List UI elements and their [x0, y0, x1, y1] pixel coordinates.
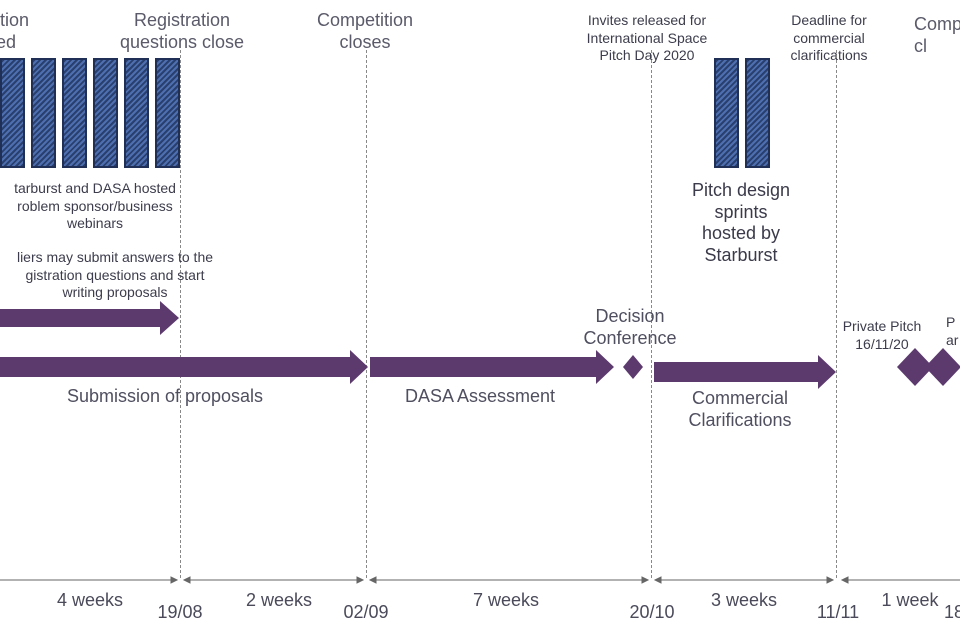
date-label: 02/09	[343, 602, 389, 622]
milestone-line-deadline	[836, 50, 837, 578]
duration-label: 4 weeks	[56, 590, 124, 610]
dasa-assessment-label: DASA Assessment	[404, 386, 556, 406]
submission-arrow	[0, 350, 368, 384]
duration-arrowhead	[826, 576, 835, 584]
private-pitch-diamond	[897, 348, 933, 386]
webinar-block	[31, 58, 56, 168]
decision-diamond	[623, 355, 643, 379]
pitch-day-diamond	[925, 348, 960, 386]
duration-label: 7 weeks	[472, 590, 540, 610]
header-competition-launched: itioned	[0, 10, 30, 52]
duration-label: 3 weeks	[710, 590, 778, 610]
dasa-arrow	[370, 350, 614, 384]
duration-label: 2 weeks	[245, 590, 313, 610]
date-label: 20/10	[629, 602, 675, 622]
pitch-sprint-block	[714, 58, 739, 168]
webinar-block	[62, 58, 87, 168]
webinar-block	[0, 58, 25, 168]
suppliers-arrow	[0, 301, 179, 335]
milestone-line-decision	[651, 50, 652, 578]
duration-arrowhead	[170, 576, 179, 584]
date-label: 11/11	[816, 602, 860, 622]
commercial-arrow	[654, 355, 836, 389]
webinar-block	[93, 58, 118, 168]
duration-arrowhead	[356, 576, 365, 584]
milestone-line-registration	[180, 50, 181, 578]
date-label: 18	[944, 602, 960, 622]
duration-arrowhead	[641, 576, 650, 584]
submission-label: Submission of proposals	[66, 386, 264, 406]
date-label: 19/08	[157, 602, 203, 622]
webinar-block	[155, 58, 180, 168]
pitch-sprint-block	[745, 58, 770, 168]
duration-label: 1 week	[881, 590, 939, 610]
milestone-line-competition-closes	[366, 50, 367, 578]
webinar-block	[124, 58, 149, 168]
